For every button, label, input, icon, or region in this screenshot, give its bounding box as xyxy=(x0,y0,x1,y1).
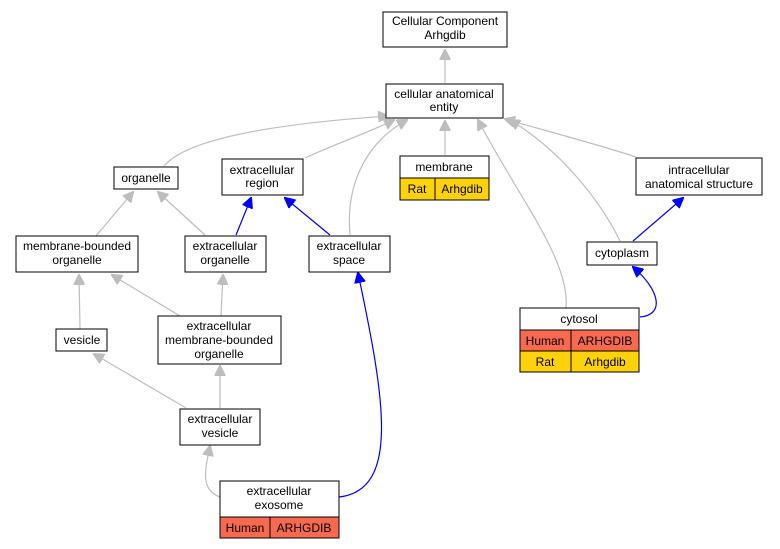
svg-text:extracellular: extracellular xyxy=(230,163,295,177)
edge-cytoplasm-to-intracellular xyxy=(632,198,683,242)
node-membrane[interactable]: membrane Rat Arhgdib xyxy=(399,155,490,201)
node-intracellular-anatomical-structure[interactable]: intracellular anatomical structure xyxy=(635,157,763,196)
membrane-row-species: Rat xyxy=(408,182,427,196)
svg-text:membrane-bounded: membrane-bounded xyxy=(23,239,131,253)
svg-text:vesicle: vesicle xyxy=(64,333,101,347)
edge-cytoplasm-to-cae xyxy=(510,120,621,242)
cytosol-row1-species: Human xyxy=(526,334,565,348)
edge-extracellular-vesicle-to-vesicle xyxy=(94,354,187,409)
svg-text:extracellular: extracellular xyxy=(247,484,312,498)
svg-text:cytosol: cytosol xyxy=(560,312,597,326)
svg-text:cellular anatomical: cellular anatomical xyxy=(394,87,493,101)
svg-text:membrane-bounded: membrane-bounded xyxy=(165,333,273,347)
edge-extracellular-space-to-extracellular-region xyxy=(285,198,331,236)
svg-text:extracellular: extracellular xyxy=(188,412,253,426)
cytosol-row2-gene: Arhgdib xyxy=(584,355,626,369)
svg-text:organelle: organelle xyxy=(200,253,250,267)
edge-extracellular-space-to-cae xyxy=(348,120,407,236)
edge-extracellular-organelle-to-extracellular-region xyxy=(235,198,251,236)
edge-ext-mbo-to-extracellular-organelle xyxy=(221,275,223,317)
edge-extracellular-region-to-cae xyxy=(304,120,394,159)
svg-text:intracellular: intracellular xyxy=(668,163,729,177)
cytosol-row2-species: Rat xyxy=(536,355,555,369)
svg-text:space: space xyxy=(333,253,365,267)
edge-organelle-to-cae xyxy=(163,116,388,167)
node-cytosol[interactable]: cytosol Human ARHGDIB Rat Arhgdib xyxy=(519,307,640,373)
svg-text:extracellular: extracellular xyxy=(193,239,258,253)
svg-text:region: region xyxy=(245,176,278,190)
edge-cytosol-to-cae xyxy=(478,120,567,309)
edge-cytosol-to-cytoplasm xyxy=(633,267,657,318)
node-membrane-bounded-organelle[interactable]: membrane-bounded organelle xyxy=(15,235,139,273)
svg-text:membrane: membrane xyxy=(415,160,473,174)
svg-text:extracellular: extracellular xyxy=(317,239,382,253)
edge-exosome-to-extracellular-vesicle xyxy=(206,446,221,498)
node-extracellular-exosome[interactable]: extracellular exosome Human ARHGDIB xyxy=(219,480,340,539)
edge-extracellular-organelle-to-organelle xyxy=(158,192,206,236)
node-extracellular-organelle[interactable]: extracellular organelle xyxy=(184,235,267,273)
edge-mbo-to-organelle xyxy=(95,192,133,237)
edge-ext-mbo-to-mbo xyxy=(112,275,181,317)
svg-text:cytoplasm: cytoplasm xyxy=(595,246,649,260)
edge-vesicle-to-mbo xyxy=(79,275,80,330)
svg-text:exosome: exosome xyxy=(255,498,304,512)
node-extracellular-membrane-bounded-organelle[interactable]: extracellular membrane-bounded organelle xyxy=(157,315,282,365)
cytosol-row1-gene: ARHGDIB xyxy=(578,334,633,348)
svg-text:entity: entity xyxy=(430,100,459,114)
exosome-row-species: Human xyxy=(226,521,265,535)
svg-text:extracellular: extracellular xyxy=(187,319,252,333)
membrane-row-gene: Arhgdib xyxy=(441,182,483,196)
svg-text:organelle: organelle xyxy=(194,347,244,361)
node-cellular-anatomical-entity[interactable]: cellular anatomical entity xyxy=(385,83,504,119)
exosome-row-gene: ARHGDIB xyxy=(277,521,332,535)
svg-text:anatomical structure: anatomical structure xyxy=(645,177,753,191)
edge-intracellular-to-cae xyxy=(505,119,637,158)
svg-text:organelle: organelle xyxy=(52,253,102,267)
node-extracellular-vesicle[interactable]: extracellular vesicle xyxy=(179,408,261,446)
svg-text:Arhgdib: Arhgdib xyxy=(424,28,466,42)
svg-text:vesicle: vesicle xyxy=(202,426,239,440)
node-cellular-component-arhgdib[interactable]: Cellular Component Arhgdib xyxy=(382,11,508,48)
node-organelle[interactable]: organelle xyxy=(113,166,179,190)
node-extracellular-space[interactable]: extracellular space xyxy=(308,235,391,273)
svg-text:organelle: organelle xyxy=(121,171,171,185)
svg-text:Cellular Component: Cellular Component xyxy=(392,14,499,28)
node-extracellular-region[interactable]: extracellular region xyxy=(221,158,304,196)
node-vesicle[interactable]: vesicle xyxy=(55,328,108,352)
edge-exosome-to-extracellular-space xyxy=(338,273,383,498)
node-cytoplasm[interactable]: cytoplasm xyxy=(586,241,658,266)
